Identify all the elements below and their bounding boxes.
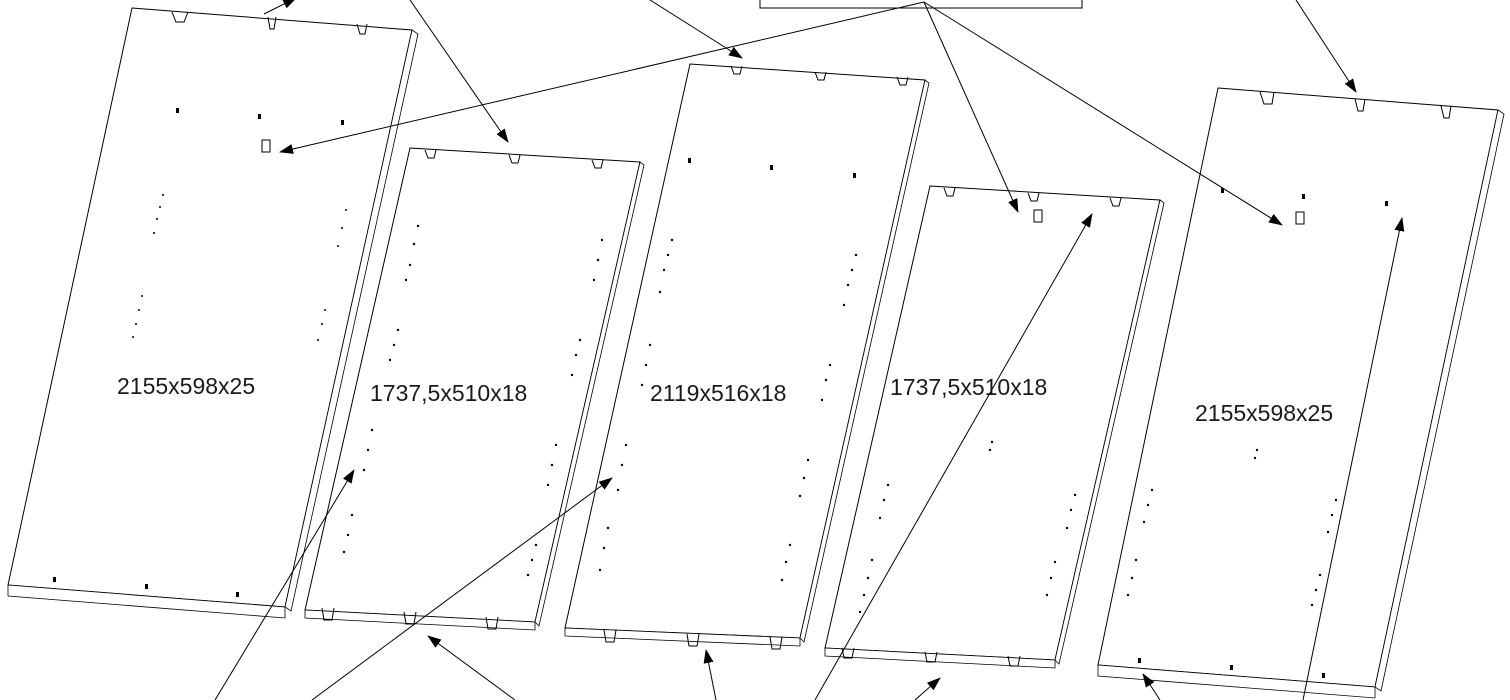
panel-5-dimension-label: 2155x598x25 bbox=[1195, 400, 1333, 426]
panel-1 bbox=[7, 7, 419, 619]
panel-2-dimension-label: 1737,5x510x18 bbox=[370, 380, 527, 406]
panel-3-dimension-label: 2119x516x18 bbox=[650, 380, 786, 406]
panel-4-dimension-label: 1737,5x510x18 bbox=[890, 374, 1047, 400]
panel-5-holes bbox=[1126, 188, 1388, 678]
panel-3-holes bbox=[598, 158, 858, 582]
panel-1-holes bbox=[53, 108, 347, 597]
leader-arrows bbox=[214, 0, 1405, 700]
panel-2-holes bbox=[342, 224, 604, 577]
callout-box bbox=[759, 0, 1083, 9]
panel-4-holes bbox=[858, 440, 1077, 614]
panel-3 bbox=[564, 63, 930, 650]
panel-4 bbox=[824, 185, 1165, 669]
panel-1-dimension-label: 2155x598x25 bbox=[117, 373, 255, 399]
panel-5 bbox=[1097, 87, 1505, 699]
